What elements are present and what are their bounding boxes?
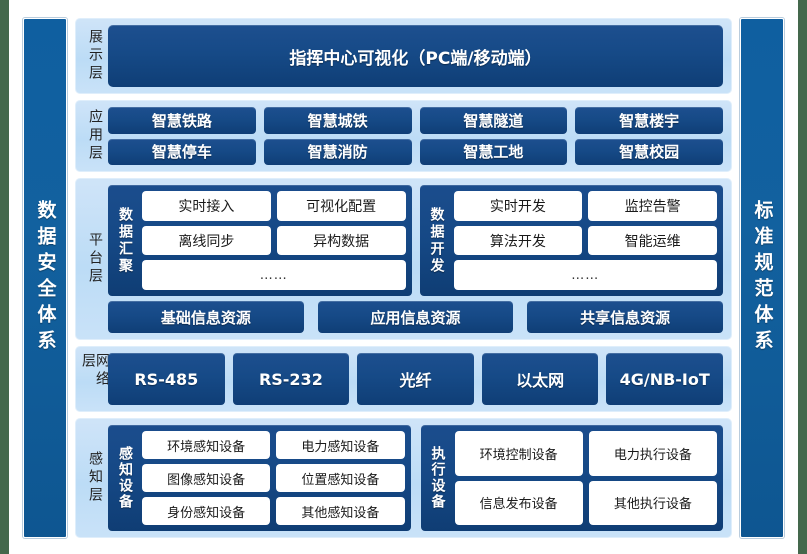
network-items: RS-485 RS-232 光纤 以太网 4G/NB-IoT: [108, 353, 723, 405]
platform-cell-heterogeneous-data[interactable]: 异构数据: [276, 225, 406, 256]
cell-row: 实时接入 可视化配置: [142, 191, 406, 221]
layer-platform-label-wrap: 平台层: [82, 185, 108, 333]
sensing-cell-power-actuator[interactable]: 电力执行设备: [588, 431, 717, 476]
layer-presentation-label: 展示层: [87, 29, 103, 83]
group-title-data-aggregation: 数据汇聚: [117, 206, 133, 275]
group-title-actuator-devices: 执行设备: [429, 446, 446, 510]
layer-application-label: 应用层: [87, 109, 103, 163]
layer-application: 应用层 智慧铁路 智慧城铁 智慧隧道 智慧楼宇 智慧停车 智慧消防 智慧工地 智…: [75, 100, 732, 172]
presentation-banner[interactable]: 指挥中心可视化（PC端/移动端）: [108, 25, 723, 87]
layer-platform-body: 数据汇聚 实时接入 可视化配置 离线同步 异构数据: [108, 185, 723, 333]
sensing-cell-location-sensor[interactable]: 位置感知设备: [276, 464, 405, 492]
sensing-cell-other-actuator[interactable]: 其他执行设备: [588, 480, 717, 525]
resource-shared-information[interactable]: 共享信息资源: [527, 301, 723, 333]
platform-cell-monitor-alarm[interactable]: 监控告警: [588, 191, 717, 221]
layer-platform: 平台层 数据汇聚 实时接入: [75, 178, 732, 340]
network-item-fiber[interactable]: 光纤: [357, 353, 474, 405]
layer-network-body: RS-485 RS-232 光纤 以太网 4G/NB-IoT: [108, 353, 723, 405]
layer-presentation-body: 指挥中心可视化（PC端/移动端）: [108, 25, 723, 87]
network-item-rs232[interactable]: RS-232: [232, 353, 350, 405]
network-item-ethernet[interactable]: 以太网: [481, 353, 599, 405]
group-title-data-development: 数据开发: [428, 206, 445, 275]
app-item-smart-building[interactable]: 智慧楼宇: [575, 107, 723, 134]
app-item-smart-parking[interactable]: 智慧停车: [108, 138, 256, 165]
architecture-frame: 数据安全体系 展示层 指挥中心可视化（PC端/移动端） 应用层: [23, 18, 784, 538]
sensing-group-sensor-devices: 感知设备 环境感知设备 电力感知设备 图像感知设备 位置感: [108, 425, 411, 531]
resource-basic-information[interactable]: 基础信息资源: [108, 301, 304, 333]
cell-row: 离线同步 异构数据: [142, 225, 406, 256]
layer-sensing-label: 感知层: [87, 451, 103, 505]
layer-stack: 展示层 指挥中心可视化（PC端/移动端） 应用层 智慧铁路 智慧城铁: [75, 18, 732, 538]
platform-resources: 基础信息资源 应用信息资源 共享信息资源: [108, 301, 723, 333]
sensing-groups: 感知设备 环境感知设备 电力感知设备 图像感知设备 位置感: [108, 425, 723, 531]
platform-cell-offline-sync[interactable]: 离线同步: [142, 225, 271, 256]
layer-network-label-wrap: 网络层: [80, 353, 110, 405]
layer-platform-label: 平台层: [87, 232, 103, 286]
app-item-smart-campus[interactable]: 智慧校园: [575, 138, 723, 165]
left-pillar-data-security: 数据安全体系: [23, 18, 67, 538]
cell-row: 算法开发 智能运维: [453, 225, 717, 256]
group-cells-sensor-devices: 环境感知设备 电力感知设备 图像感知设备 位置感知设备 身份感知设备: [142, 431, 405, 525]
resource-application-information[interactable]: 应用信息资源: [317, 301, 514, 333]
platform-cell-more-development[interactable]: ……: [453, 260, 717, 291]
group-title-sensor-devices-wrap: 感知设备: [114, 431, 136, 525]
platform-cell-realtime-ingest[interactable]: 实时接入: [142, 191, 271, 221]
group-title-actuator-devices-wrap: 执行设备: [427, 431, 449, 525]
app-item-smart-site[interactable]: 智慧工地: [419, 138, 568, 165]
cell-row: 图像感知设备 位置感知设备: [142, 464, 405, 492]
group-title-data-development-wrap: 数据开发: [426, 191, 448, 290]
layer-application-body: 智慧铁路 智慧城铁 智慧隧道 智慧楼宇 智慧停车 智慧消防 智慧工地 智慧校园: [108, 107, 723, 165]
sensing-cell-identity-sensor[interactable]: 身份感知设备: [142, 497, 271, 525]
network-item-4g-nbiot[interactable]: 4G/NB-IoT: [606, 353, 723, 405]
layer-presentation: 展示层 指挥中心可视化（PC端/移动端）: [75, 18, 732, 94]
cell-row: 实时开发 监控告警: [453, 191, 717, 221]
right-pillar-standards: 标准规范体系: [740, 18, 784, 538]
sensing-cell-other-sensor[interactable]: 其他感知设备: [276, 497, 405, 525]
sensing-cell-info-publish[interactable]: 信息发布设备: [454, 480, 583, 525]
app-item-smart-metro[interactable]: 智慧城铁: [263, 107, 412, 134]
sensing-cell-power-sensor[interactable]: 电力感知设备: [276, 431, 405, 459]
platform-cell-smart-ops[interactable]: 智能运维: [588, 225, 717, 256]
layer-presentation-label-wrap: 展示层: [82, 25, 108, 87]
layer-sensing: 感知层 感知设备 环境感知设备: [75, 418, 732, 538]
layer-sensing-label-wrap: 感知层: [82, 425, 108, 531]
group-cells-data-development: 实时开发 监控告警 算法开发 智能运维 ……: [453, 191, 717, 291]
platform-cell-more-aggregation[interactable]: ……: [142, 260, 406, 291]
group-cells-actuator-devices: 环境控制设备 电力执行设备 信息发布设备 其他执行设备: [454, 431, 717, 525]
cell-row: ……: [453, 260, 717, 291]
cell-row: 身份感知设备 其他感知设备: [142, 497, 405, 525]
sensing-cell-environment-control[interactable]: 环境控制设备: [454, 431, 583, 476]
application-grid: 智慧铁路 智慧城铁 智慧隧道 智慧楼宇 智慧停车 智慧消防 智慧工地 智慧校园: [108, 107, 723, 165]
left-pillar-label: 数据安全体系: [34, 200, 57, 356]
platform-cell-realtime-dev[interactable]: 实时开发: [453, 191, 583, 221]
layer-application-label-wrap: 应用层: [82, 107, 108, 165]
sensing-group-actuator-devices: 执行设备 环境控制设备 电力执行设备 信息发布设备 其他执: [420, 425, 723, 531]
sensing-cell-image-sensor[interactable]: 图像感知设备: [142, 464, 271, 492]
group-cells-data-aggregation: 实时接入 可视化配置 离线同步 异构数据 ……: [142, 191, 406, 291]
cell-row: ……: [142, 260, 406, 291]
group-title-data-aggregation-wrap: 数据汇聚: [114, 191, 136, 290]
app-item-smart-tunnel[interactable]: 智慧隧道: [419, 107, 568, 134]
network-item-rs485[interactable]: RS-485: [108, 353, 225, 405]
layer-network-label: 网络层: [80, 353, 110, 389]
app-item-smart-fire[interactable]: 智慧消防: [263, 138, 412, 165]
group-title-sensor-devices: 感知设备: [117, 446, 133, 510]
platform-cell-visual-config[interactable]: 可视化配置: [276, 191, 406, 221]
platform-group-data-aggregation: 数据汇聚 实时接入 可视化配置 离线同步 异构数据: [108, 185, 412, 296]
sensing-cell-environment-sensor[interactable]: 环境感知设备: [142, 431, 271, 459]
right-pillar-label: 标准规范体系: [751, 200, 774, 356]
cell-row: 环境控制设备 电力执行设备: [454, 431, 717, 476]
platform-group-data-development: 数据开发 实时开发 监控告警 算法开发 智能运维: [419, 185, 723, 296]
layer-sensing-body: 感知设备 环境感知设备 电力感知设备 图像感知设备 位置感: [108, 425, 723, 531]
app-item-smart-railway[interactable]: 智慧铁路: [108, 107, 256, 134]
platform-groups: 数据汇聚 实时接入 可视化配置 离线同步 异构数据: [108, 185, 723, 296]
cell-row: 信息发布设备 其他执行设备: [454, 480, 717, 525]
cell-row: 环境感知设备 电力感知设备: [142, 431, 405, 459]
platform-cell-algorithm-dev[interactable]: 算法开发: [453, 225, 583, 256]
layer-network: 网络层 RS-485 RS-232 光纤 以太网 4G/NB-IoT: [75, 346, 732, 412]
diagram-sheet: 数据安全体系 展示层 指挥中心可视化（PC端/移动端） 应用层: [9, 0, 798, 554]
